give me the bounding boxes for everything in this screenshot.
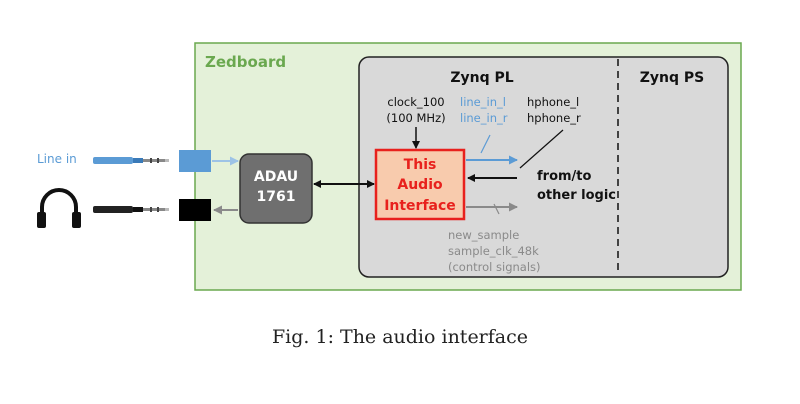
zynq-pl-title: Zynq PL: [450, 70, 513, 86]
adau-chip-box: [239, 153, 313, 224]
line-in-jack-icon: [93, 157, 169, 164]
figure-caption: Fig. 1: The audio interface: [271, 326, 529, 348]
control-line1: new_sample: [448, 228, 519, 242]
line-in-bus-slash: [480, 134, 491, 154]
audio-interface-line3: Interface: [384, 198, 456, 214]
audio-interface-line2: Audio: [397, 177, 443, 193]
zedboard-title: Zedboard: [205, 53, 286, 71]
headphone-port: [179, 199, 211, 221]
zynq-box: [358, 56, 729, 278]
line-in-label: Line in: [37, 152, 77, 166]
clock-line1: clock_100: [387, 95, 444, 109]
hphone-r-label: hphone_r: [527, 111, 581, 125]
adau-line1: ADAU: [254, 169, 298, 185]
audio-interface-line1: This: [404, 157, 437, 173]
other-logic-line2: other logic: [537, 188, 616, 203]
audio-interface-box: [374, 148, 466, 221]
line-in-l-label: line_in_l: [460, 95, 506, 109]
hphone-bus-slash: [519, 129, 564, 169]
control-bus-slash: [493, 203, 500, 215]
hphone-l-label: hphone_l: [527, 95, 579, 109]
headphone-jack-icon: [93, 206, 169, 213]
control-line2: sample_clk_48k: [448, 244, 539, 258]
control-line3: (control signals): [448, 260, 541, 274]
headphones-icon: [37, 188, 81, 228]
other-logic-line1: from/to: [537, 169, 592, 184]
adau-line2: 1761: [257, 189, 296, 205]
zynq-ps-title: Zynq PS: [640, 70, 704, 86]
clock-line2: (100 MHz): [386, 111, 445, 125]
line-in-port: [179, 150, 211, 172]
line-in-r-label: line_in_r: [460, 111, 508, 125]
